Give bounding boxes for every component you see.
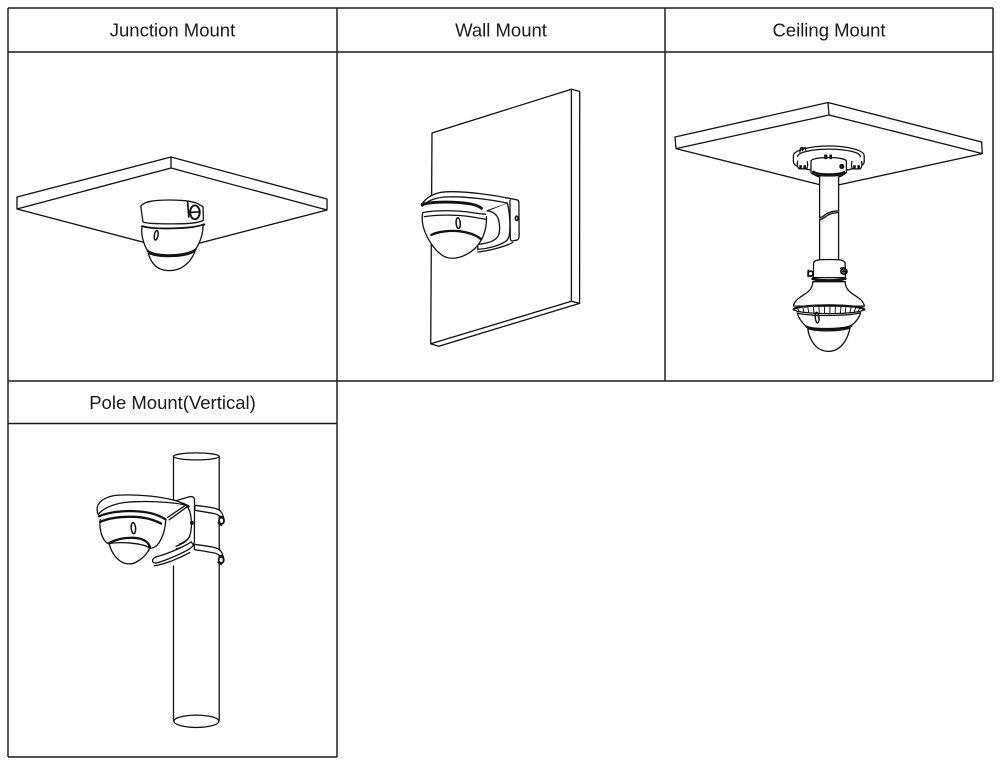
svg-text:Ceiling Mount: Ceiling Mount [772, 20, 885, 41]
svg-text:Junction Mount: Junction Mount [110, 20, 235, 41]
svg-text:Pole Mount(Vertical): Pole Mount(Vertical) [89, 392, 256, 413]
svg-text:Wall Mount: Wall Mount [455, 20, 547, 41]
